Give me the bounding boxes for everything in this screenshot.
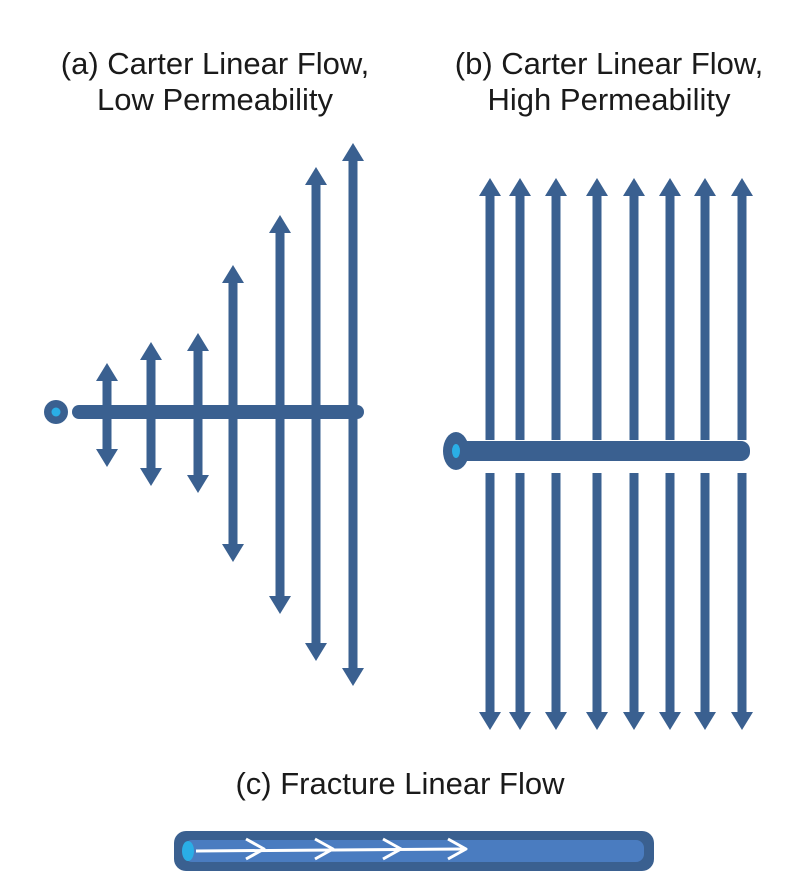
- panel-b-fracture-line: [455, 441, 750, 461]
- panel-a-arrow-3: [187, 333, 209, 493]
- panel-b-wellbore-center: [452, 444, 460, 458]
- panel-b-arrow-down-4: [586, 473, 608, 730]
- panel-b-arrow-up-3: [545, 178, 567, 440]
- panel-b-title-line2: High Permeability: [487, 82, 731, 117]
- panel-b-arrow-up-8: [731, 178, 753, 440]
- panel-c-chevron-right-arrow-icon-1: [245, 837, 266, 861]
- panel-a-title-line1: (a) Carter Linear Flow,: [60, 46, 370, 81]
- panel-a-arrow-7: [342, 143, 364, 686]
- panel-c-wellbore-icon: [182, 841, 194, 861]
- panel-c-chevron-right-arrow-icon-4: [447, 837, 468, 861]
- panel-c-fracture-inner: [184, 840, 644, 862]
- panel-b-title-line1: (b) Carter Linear Flow,: [454, 46, 764, 81]
- panel-b-high-permeability: [443, 178, 753, 730]
- panel-b-arrow-up-2: [509, 178, 531, 440]
- panel-b-arrow-down-6: [659, 473, 681, 730]
- panel-c-chevron-right-arrow-icon-2: [314, 837, 335, 861]
- panel-a-title: (a) Carter Linear Flow, Low Permeability: [20, 46, 410, 118]
- panel-b-arrow-down-7: [694, 473, 716, 730]
- panel-a-arrow-6: [305, 167, 327, 661]
- panel-c-title: (c) Fracture Linear Flow: [200, 766, 600, 802]
- panel-b-arrow-up-7: [694, 178, 716, 440]
- panel-a-arrow-2: [140, 342, 162, 486]
- panel-b-arrow-down-2: [509, 473, 531, 730]
- panel-a-arrow-4: [222, 265, 244, 562]
- panel-b-arrow-down-8: [731, 473, 753, 730]
- panel-b-arrow-down-5: [623, 473, 645, 730]
- panel-b-arrow-up-4: [586, 178, 608, 440]
- panel-a-arrow-5: [269, 215, 291, 614]
- panel-b-title: (b) Carter Linear Flow, High Permeabilit…: [418, 46, 800, 118]
- panel-a-arrow-1: [96, 363, 118, 467]
- panel-b-arrow-down-1: [479, 473, 501, 730]
- panel-a-title-line2: Low Permeability: [96, 82, 334, 117]
- panel-b-arrow-down-3: [545, 473, 567, 730]
- panel-c-fracture-flow: [174, 831, 654, 871]
- panel-c-title-line1: (c) Fracture Linear Flow: [235, 766, 565, 801]
- panel-a-low-permeability: [44, 143, 364, 686]
- panel-b-arrow-up-6: [659, 178, 681, 440]
- panel-c-chevron-right-arrow-icon-3: [382, 837, 403, 861]
- panel-a-wellbore-center: [51, 407, 61, 417]
- panel-b-arrow-up-5: [623, 178, 645, 440]
- panel-a-fracture-line: [72, 405, 364, 419]
- panel-b-arrow-up-1: [479, 178, 501, 440]
